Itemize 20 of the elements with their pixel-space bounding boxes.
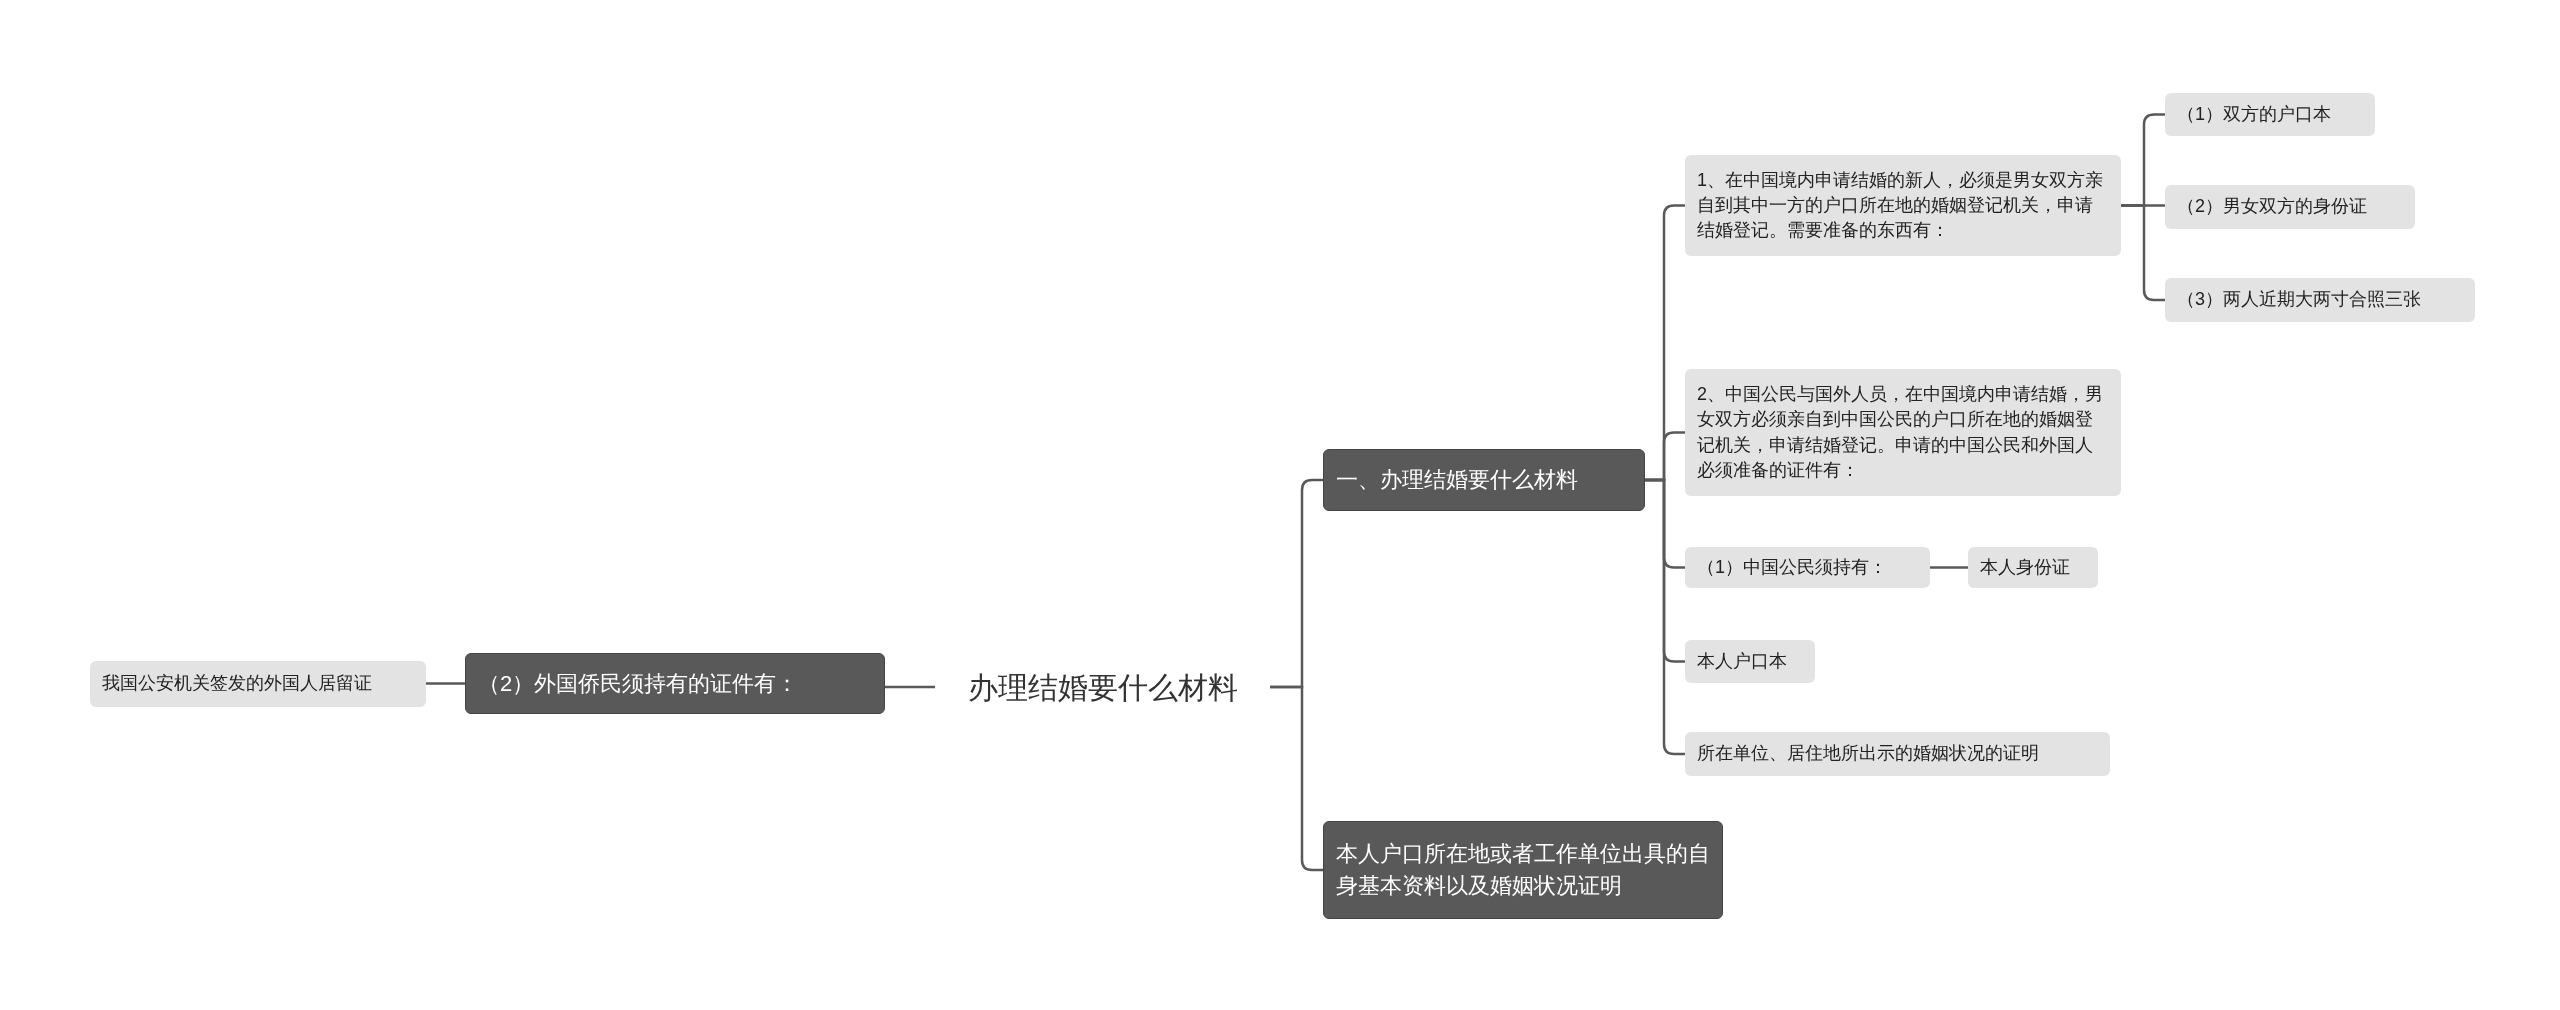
subtopic-box: 本人身份证 [1968, 547, 2098, 588]
connector-line [885, 685, 935, 689]
topic-box: 本人户口所在地或者工作单位出具的自身基本资料以及婚姻状况证明 [1323, 821, 1723, 919]
subtopic-box: 1、在中国境内申请结婚的新人，必须是男女双方亲自到其中一方的户口所在地的婚姻登记机关，申请结婚登记。需要准备的东西有： [1685, 155, 2121, 256]
topic-text: 办理结婚要什么材料 [935, 660, 1270, 714]
topic-box: （2）外国侨民须持有的证件有： [465, 653, 885, 714]
subtopic-box: 本人户口本 [1685, 640, 1815, 683]
topic-box: 一、办理结婚要什么材料 [1323, 449, 1645, 511]
subtopic-box: （3）两人近期大两寸合照三张 [2165, 278, 2475, 322]
subtopic-box: （2）男女双方的身份证 [2165, 185, 2415, 229]
subtopic-box: 2、中国公民与国外人员，在中国境内申请结婚，男女双方必须亲自到中国公民的户口所在地的婚姻登记机关，申请结婚登记。申请的中国公民和外国人必须准备的证件有： [1685, 369, 2121, 496]
connector-line [426, 682, 465, 685]
subtopic-box: 我国公安机关签发的外国人居留证 [90, 661, 426, 707]
connector-line [2121, 204, 2165, 302]
subtopic-box: （1）中国公民须持有： [1685, 547, 1930, 588]
connector-line [1645, 478, 1685, 756]
subtopic-box: 所在单位、居住地所出示的婚姻状况的证明 [1685, 732, 2110, 776]
subtopic-box: （1）双方的户口本 [2165, 93, 2375, 136]
connector-line [1270, 685, 1323, 872]
connector-line [1930, 566, 1968, 569]
